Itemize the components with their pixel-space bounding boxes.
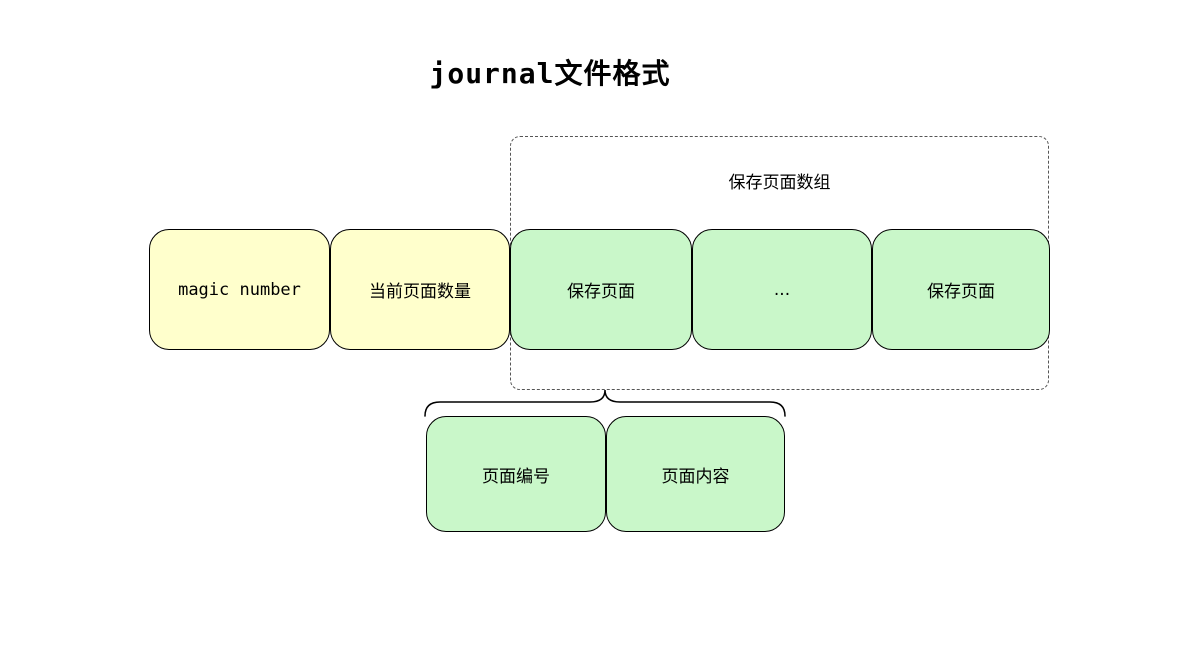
field-box-current-page-count: 当前页面数量 xyxy=(330,229,510,350)
curly-brace-icon xyxy=(420,388,790,418)
field-box-saved-page-1: 保存页面 xyxy=(510,229,692,350)
field-box-magic-number: magic number xyxy=(149,229,330,350)
field-box-ellipsis: ... xyxy=(692,229,872,350)
diagram-title: journal文件格式 xyxy=(429,57,671,90)
detail-box-page-content: 页面内容 xyxy=(606,416,785,532)
field-box-saved-page-2: 保存页面 xyxy=(872,229,1050,350)
detail-box-page-number: 页面编号 xyxy=(426,416,606,532)
saved-pages-group-label: 保存页面数组 xyxy=(728,173,831,193)
